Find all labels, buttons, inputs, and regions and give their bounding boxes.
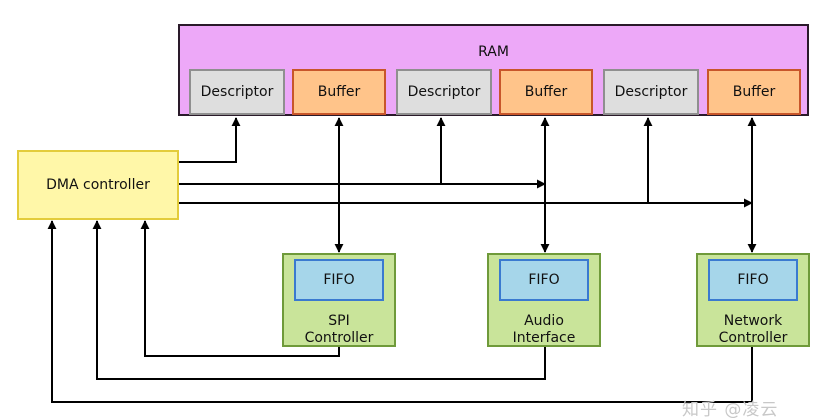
audio-fifo: FIFO: [499, 259, 589, 301]
ram-label: RAM: [478, 44, 509, 60]
spi-request-line: [140, 220, 340, 357]
network-fifo: FIFO: [708, 259, 798, 301]
audio-interface: FIFO Audio Interface: [487, 253, 601, 347]
audio-request-line: [92, 220, 546, 380]
buffer-block-1: Buffer: [292, 69, 386, 115]
dma-to-descriptor-1-arrow: [179, 117, 241, 163]
network-label-line2: Controller: [718, 330, 788, 346]
network-label-line1: Network: [723, 313, 783, 329]
spi-controller-label: SPI Controller: [284, 313, 394, 347]
dma-controller: DMA controller: [17, 150, 179, 220]
spi-label-line1: SPI: [328, 313, 350, 329]
audio-interface-label: Audio Interface: [489, 313, 599, 347]
spi-controller: FIFO SPI Controller: [282, 253, 396, 347]
audio-label-line2: Interface: [512, 330, 576, 346]
spi-label-line2: Controller: [304, 330, 374, 346]
network-controller: FIFO Network Controller: [696, 253, 810, 347]
spi-fifo: FIFO: [294, 259, 384, 301]
buffer-block-2: Buffer: [499, 69, 593, 115]
descriptor-block-2: Descriptor: [396, 69, 492, 115]
audio-label-line1: Audio: [524, 313, 564, 329]
network-controller-label: Network Controller: [698, 313, 808, 347]
network-request-line: [47, 220, 753, 403]
descriptor-block-3: Descriptor: [603, 69, 699, 115]
buffer-block-3: Buffer: [707, 69, 801, 115]
watermark: 知乎 @凌云: [682, 400, 779, 420]
descriptor-block-1: Descriptor: [189, 69, 285, 115]
